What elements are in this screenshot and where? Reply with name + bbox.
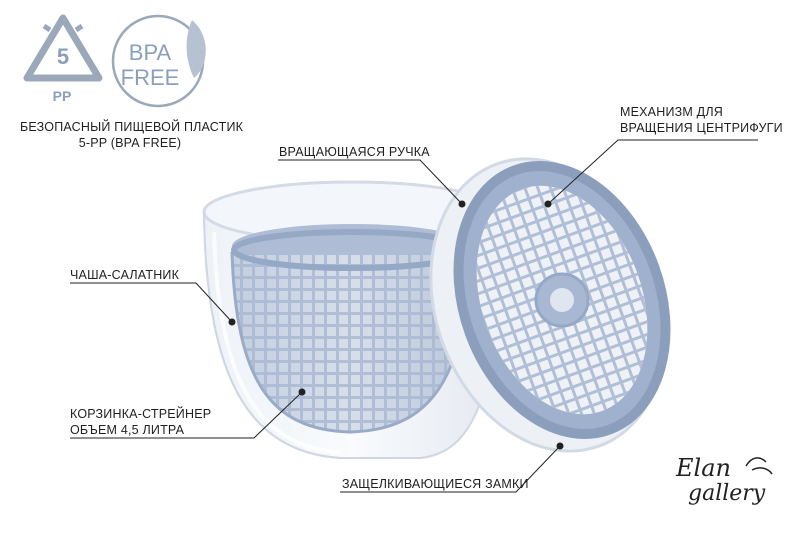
recycle-code: PP — [53, 88, 72, 104]
basket-label: КОРЗИНКА-СТРЕЙНЕР ОБЪЕМ 4,5 ЛИТРА — [70, 406, 211, 438]
brand-line2: gallery — [688, 481, 766, 506]
crown-swirl-icon — [745, 457, 773, 475]
material-line1: БЕЗОПАСНЫЙ ПИЩЕВОЙ ПЛАСТИК — [20, 120, 244, 134]
elan-gallery-logo: Elan gallery — [675, 454, 773, 506]
bowl-label: ЧАША-САЛАТНИК — [70, 268, 180, 282]
brand-line1: Elan — [675, 454, 731, 482]
bpa-line2: FREE — [121, 65, 180, 90]
mechanism-line1: МЕХАНИЗМ ДЛЯ — [620, 105, 723, 119]
leader-lines — [70, 139, 758, 493]
basket-line2: ОБЪЕМ 4,5 ЛИТРА — [70, 423, 185, 437]
mechanism-line2: ВРАЩЕНИЯ ЦЕНТРИФУГИ — [620, 121, 783, 135]
material-line2: 5-PP (BPA FREE) — [78, 136, 182, 150]
spinner-lid — [429, 157, 671, 453]
bpa-line1: BPA — [129, 40, 172, 65]
recycle-triangle-icon — [23, 14, 103, 82]
bpa-free-badge: BPA FREE — [111, 14, 206, 108]
mechanism-label: МЕХАНИЗМ ДЛЯ ВРАЩЕНИЯ ЦЕНТРИФУГИ — [620, 104, 783, 136]
recycle-number: 5 — [57, 44, 69, 69]
material-caption: БЕЗОПАСНЫЙ ПИЩЕВОЙ ПЛАСТИК 5-PP (BPA FRE… — [20, 119, 244, 151]
locks-label: ЗАЩЕЛКИВАЮЩИЕСЯ ЗАМКИ — [342, 477, 529, 491]
leaf-icon — [186, 20, 206, 78]
recycle-badge: 5 PP — [23, 14, 103, 104]
basket-line1: КОРЗИНКА-СТРЕЙНЕР — [70, 407, 212, 421]
handle-label: ВРАЩАЮЩАЯСЯ РУЧКА — [279, 145, 430, 159]
strainer-basket — [230, 224, 473, 434]
